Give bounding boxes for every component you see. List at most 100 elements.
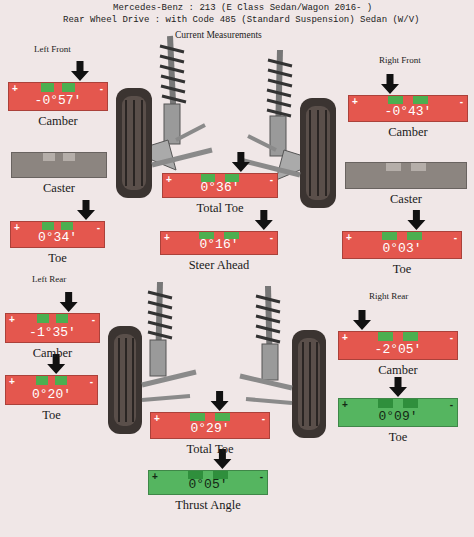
indicator-arrow	[381, 74, 399, 94]
plus-sign: +	[352, 96, 358, 107]
zone-notch	[54, 83, 62, 92]
gauge-name: Camber	[348, 125, 468, 140]
zone-notch	[55, 153, 63, 161]
alignment-gauge: -0°57′+ - Camber	[8, 82, 108, 129]
measurement-value: 0°20′	[6, 387, 97, 402]
indicator-arrow	[353, 310, 371, 330]
gauge-name: Camber	[338, 363, 458, 378]
zone-notch	[393, 399, 402, 408]
minus-sign: -	[260, 471, 263, 482]
alignment-gauge: 0°16′+-Steer Ahead	[160, 231, 278, 273]
minus-sign: -	[454, 232, 457, 243]
gauge-bar: 0°20′+ -	[5, 375, 98, 405]
measurement-value: 0°09′	[339, 409, 457, 424]
gauge-bar: 0°09′+ -	[338, 398, 458, 427]
gauge-name: Thrust Angle	[148, 498, 268, 513]
zone-notch	[48, 376, 55, 385]
gauge-bar: 0°05′+ -	[148, 470, 268, 495]
gauge-bar: 0°29′+ -	[150, 412, 270, 439]
gauge-bar: -0°57′+ -	[8, 82, 108, 111]
measurement-value: -0°43′	[349, 104, 467, 119]
minus-sign: -	[270, 232, 273, 243]
wheel-position-label: Left Front	[34, 44, 71, 54]
measurement-value: 0°03′	[343, 241, 461, 256]
front-right-wheel	[300, 98, 336, 208]
zone-notch	[403, 96, 412, 104]
print-subtitle: Rear Wheel Drive : with Code 485 (Standa…	[63, 15, 419, 25]
front-right-strut	[240, 50, 300, 180]
plus-sign: +	[342, 399, 348, 410]
plus-sign: +	[164, 232, 170, 243]
minus-sign: -	[100, 83, 103, 94]
alignment-gauge: 0°09′+-Toe	[338, 398, 458, 445]
rear-right-wheel	[292, 330, 326, 438]
measurement-value: -0°57′	[9, 93, 107, 108]
gauge-bar	[11, 152, 107, 178]
indicator-arrow	[211, 391, 229, 411]
gauge-name: Camber	[8, 114, 108, 129]
zone-notch	[397, 232, 406, 240]
measurement-value: 0°05′	[149, 477, 267, 492]
gauge-name: Total Toe	[162, 201, 278, 216]
zone-notch	[49, 314, 56, 323]
minus-sign: -	[97, 222, 100, 233]
wheel-position-label: Right Front	[379, 55, 421, 65]
minus-sign: -	[90, 376, 93, 387]
indicator-arrow	[407, 210, 425, 230]
gauge-bar: 0°03′+ -	[342, 231, 462, 259]
front-left-wheel	[116, 88, 152, 198]
zone-notch	[54, 222, 61, 230]
measurement-value: 0°36′	[163, 180, 277, 195]
gauge-name: Toe	[342, 262, 462, 277]
alignment-gauge: -0°43′+ - Camber	[348, 95, 468, 140]
indicator-arrow	[77, 200, 95, 220]
measurement-value: 0°29′	[151, 421, 269, 436]
gauge-bar: 0°16′+ -	[160, 231, 278, 255]
indicator-arrow	[60, 292, 78, 312]
rear-left-strut	[142, 282, 196, 400]
indicator-arrow	[389, 377, 407, 397]
gauge-bar: -0°43′+ -	[348, 95, 468, 122]
gauge-name: Caster	[11, 181, 107, 196]
section-heading: Current Measurements	[175, 30, 262, 40]
measurement-value: 0°34′	[11, 230, 104, 245]
alignment-gauge: Caster	[11, 152, 107, 196]
minus-sign: -	[262, 413, 265, 424]
alignment-gauge: 0°05′+ - Thrust Angle	[148, 470, 268, 513]
print-title: Mercedes-Benz : 213 (E Class Sedan/Wagon…	[113, 3, 372, 13]
zone-notch	[393, 332, 402, 341]
alignment-gauge: 0°20′+ - Toe	[5, 375, 98, 423]
gauge-bar	[345, 162, 467, 189]
zone-notch	[401, 163, 411, 171]
measurement-value: -1°35′	[6, 325, 99, 340]
plus-sign: +	[346, 232, 352, 243]
alignment-gauge: 0°03′+ - Toe	[342, 231, 462, 277]
wheel-position-label: Right Rear	[369, 291, 408, 301]
plus-sign: +	[166, 174, 172, 185]
minus-sign: -	[460, 96, 463, 107]
plus-sign: +	[12, 83, 18, 94]
minus-sign: -	[450, 399, 453, 410]
alignment-gauge: -1°35′+ - Camber	[5, 313, 100, 361]
plus-sign: +	[9, 314, 15, 325]
minus-sign: -	[92, 314, 95, 325]
gauge-name: Camber	[5, 346, 100, 361]
plus-sign: +	[152, 471, 158, 482]
gauge-bar: -2°05′+-	[338, 331, 458, 360]
measurement-value: 0°16′	[161, 237, 277, 252]
gauge-bar: 0°36′+ -	[162, 173, 278, 198]
plus-sign: +	[154, 413, 160, 424]
indicator-arrow	[232, 152, 250, 172]
alignment-gauge: 0°36′+ - Total Toe	[162, 173, 278, 216]
rear-left-wheel	[108, 326, 142, 434]
minus-sign: -	[270, 174, 273, 185]
alignment-gauge: Caster	[345, 162, 467, 207]
rear-right-strut	[240, 286, 292, 403]
gauge-name: Toe	[10, 251, 105, 266]
indicator-arrow	[255, 210, 273, 230]
plus-sign: +	[9, 376, 15, 387]
wheel-position-label: Left Rear	[32, 274, 66, 284]
gauge-name: Toe	[5, 408, 98, 423]
measurement-value: -2°05′	[339, 342, 457, 357]
gauge-bar: 0°34′+-	[10, 221, 105, 248]
